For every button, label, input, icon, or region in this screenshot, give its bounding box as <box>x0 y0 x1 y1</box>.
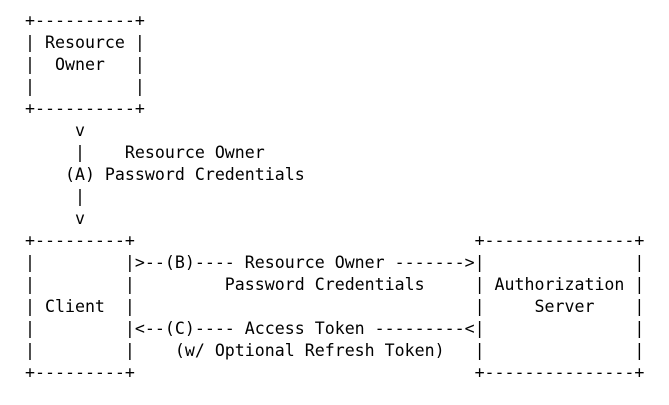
ascii-line: (A) Password Credentials <box>25 165 305 184</box>
ascii-line: | Client | | Server | <box>25 297 645 316</box>
ascii-line: +----------+ <box>25 11 145 30</box>
oauth-password-credentials-flow-diagram: +----------+ | Resource | | Owner | | | … <box>25 10 669 384</box>
ascii-line: | |<--(C)---- Access Token ---------<| | <box>25 319 645 338</box>
ascii-line: v <box>25 121 85 140</box>
ascii-line: +----------+ <box>25 99 145 118</box>
ascii-line: +---------+ +---------------+ <box>25 231 645 250</box>
ascii-line: v <box>25 209 85 228</box>
ascii-line: | |>--(B)---- Resource Owner ------->| | <box>25 253 645 272</box>
flow-a-arrow: v | Resource Owner (A) Password Credenti… <box>25 120 669 230</box>
ascii-line: +---------+ +---------------+ <box>25 363 645 382</box>
ascii-line: | | (w/ Optional Refresh Token) | | <box>25 341 645 360</box>
ascii-line: | Resource Owner <box>25 143 265 162</box>
ascii-line: | Owner | <box>25 55 145 74</box>
ascii-line: | | Password Credentials | Authorization… <box>25 275 645 294</box>
ascii-line: | <box>25 187 85 206</box>
resource-owner-box: +----------+ | Resource | | Owner | | | … <box>25 10 669 120</box>
ascii-line: | Resource | <box>25 33 145 52</box>
ascii-line: | | <box>25 77 145 96</box>
client-authorization-server-row: +---------+ +---------------+ | |>--(B)-… <box>25 230 669 384</box>
